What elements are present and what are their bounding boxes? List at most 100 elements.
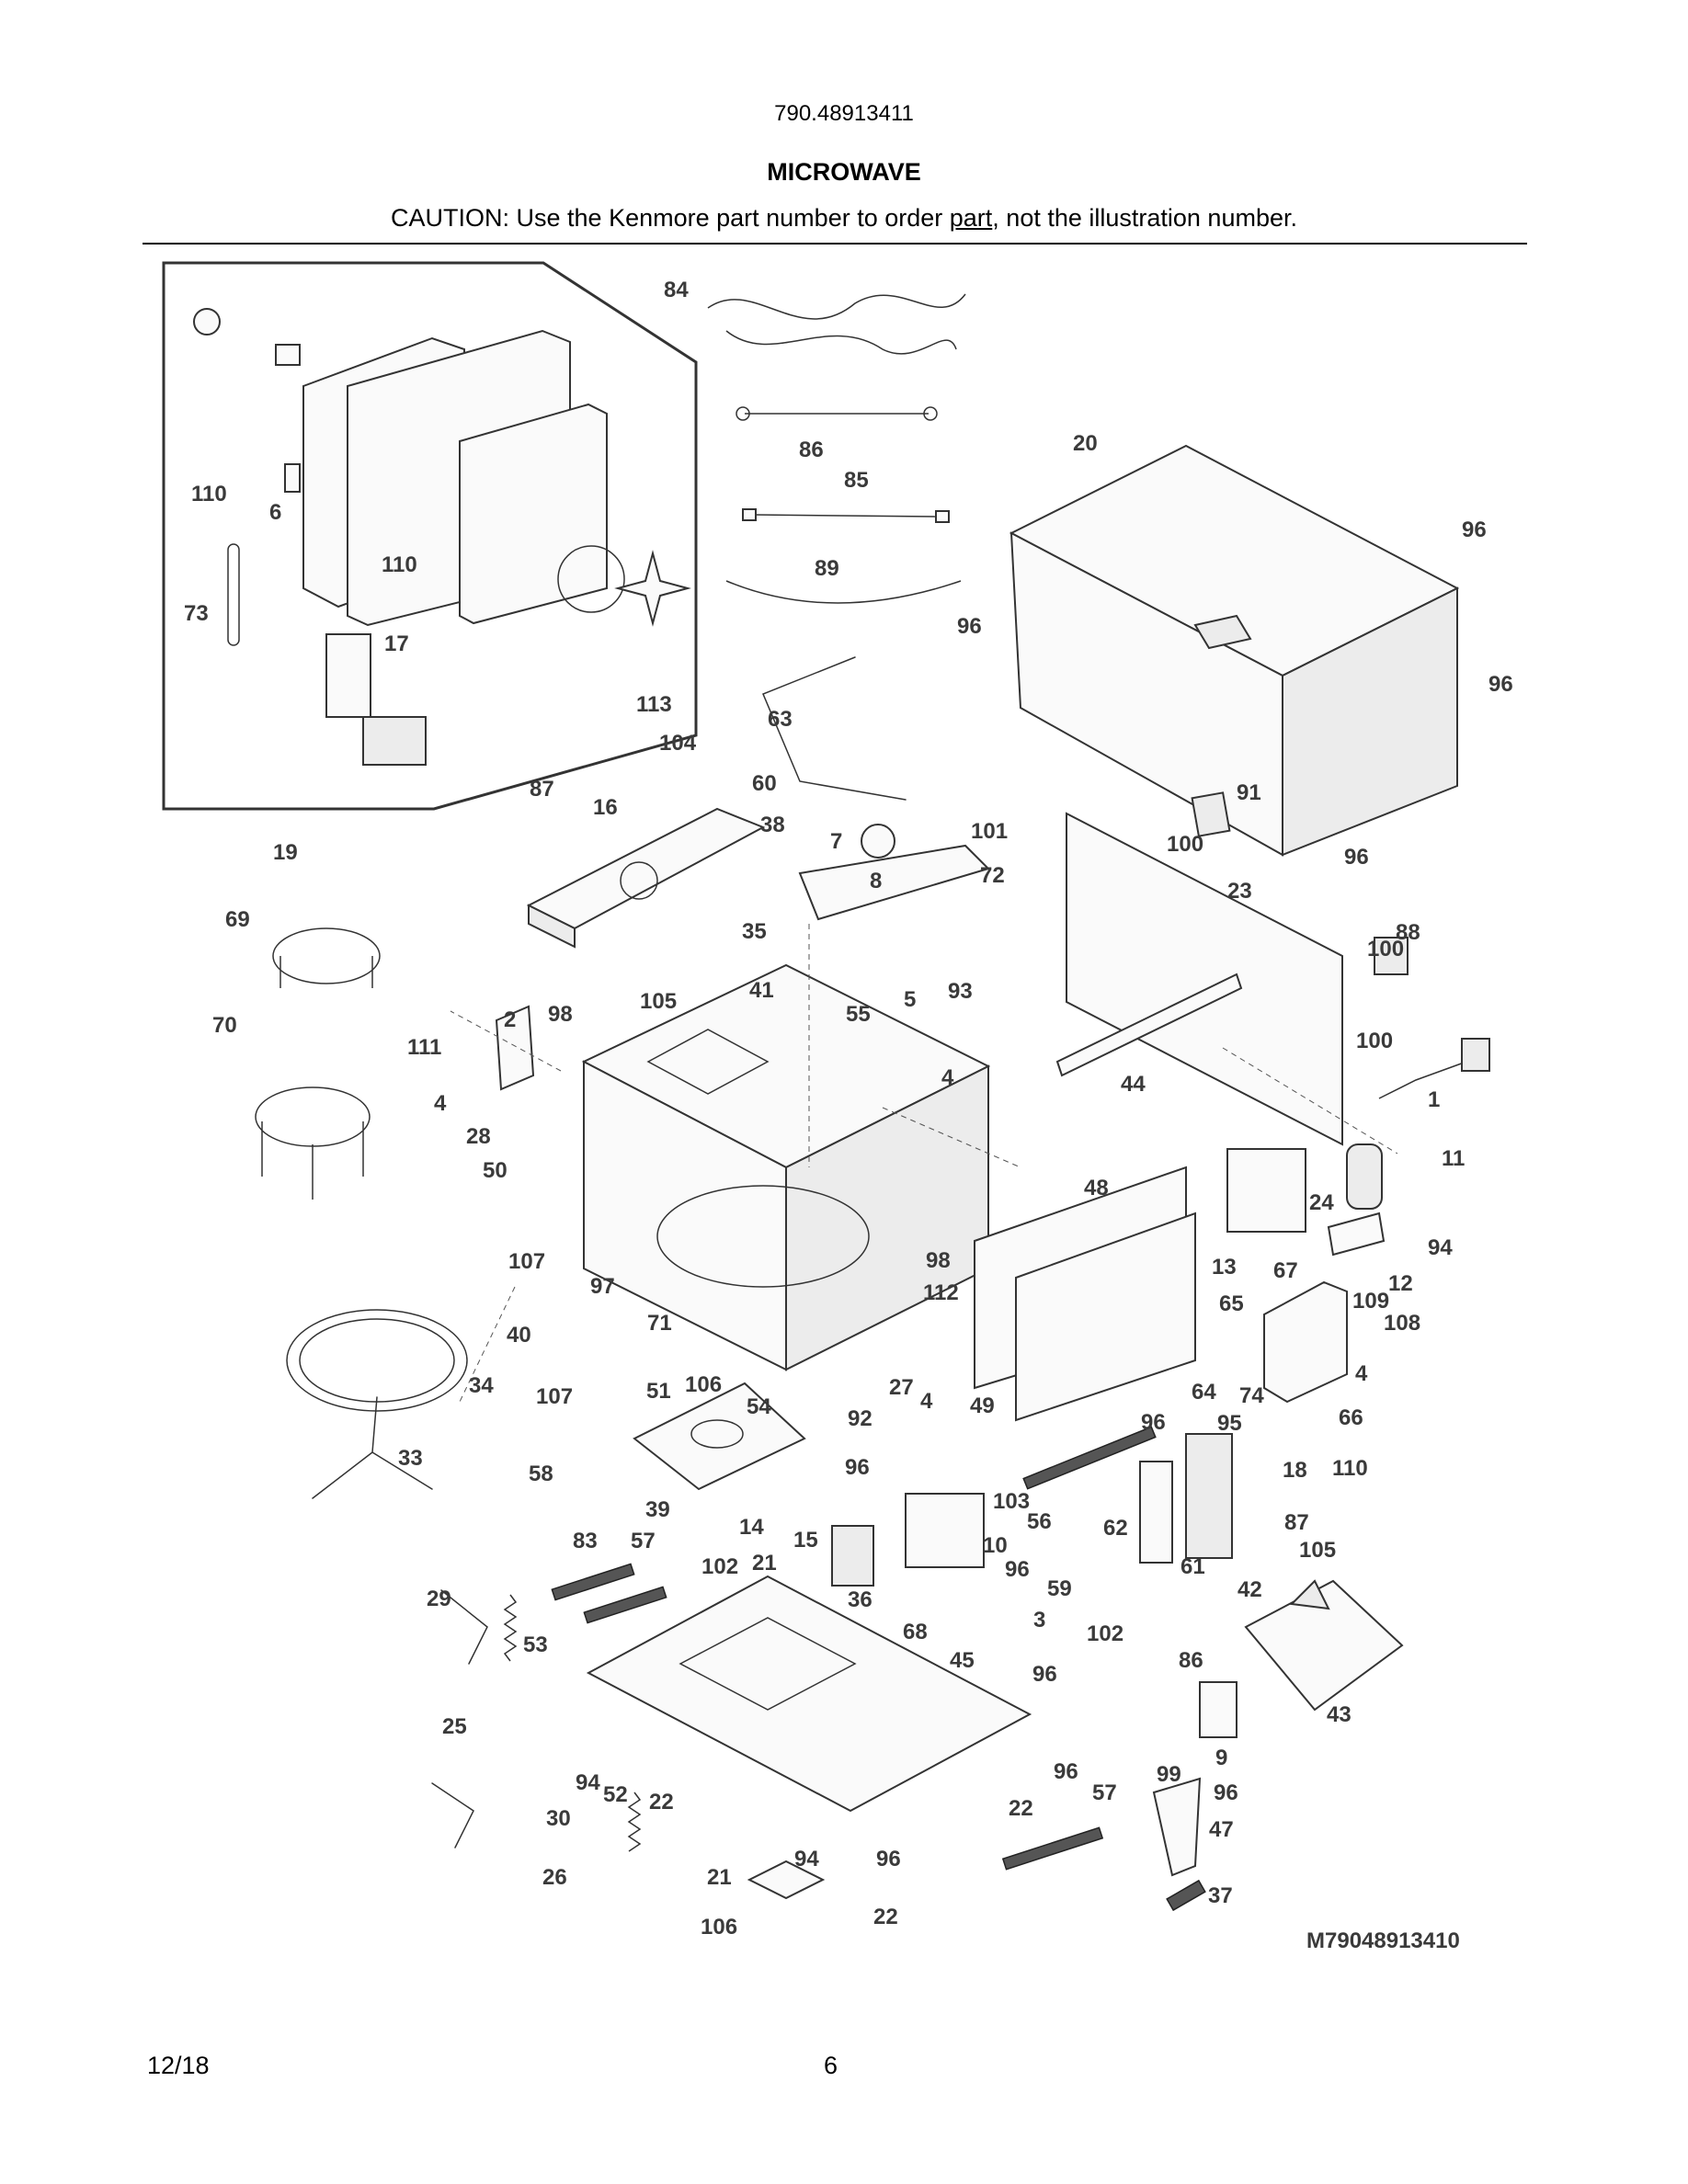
callout-label: 68 bbox=[903, 1620, 928, 1644]
callout-label: 87 bbox=[530, 777, 554, 802]
callout-label: 4 bbox=[1355, 1361, 1368, 1386]
page-title: MICROWAVE bbox=[767, 158, 921, 186]
callout-label: 96 bbox=[1488, 672, 1513, 697]
motor-9 bbox=[1199, 1681, 1237, 1738]
panel-62 bbox=[1139, 1461, 1173, 1564]
fan-blade bbox=[614, 550, 691, 627]
callout-label: 48 bbox=[1084, 1176, 1109, 1200]
cabinet-top-vent bbox=[1193, 614, 1252, 650]
callout-label: 96 bbox=[1032, 1662, 1057, 1687]
callout-label: 67 bbox=[1273, 1258, 1298, 1283]
plug bbox=[1461, 1038, 1490, 1072]
callout-label: 100 bbox=[1167, 832, 1203, 857]
fan-42 bbox=[1289, 1579, 1330, 1610]
callout-label: 101 bbox=[971, 819, 1008, 844]
callout-label: 88 bbox=[1396, 920, 1420, 945]
callout-label: 4 bbox=[920, 1389, 933, 1414]
label-88 bbox=[1374, 937, 1409, 975]
panel-61 bbox=[1185, 1433, 1233, 1559]
callout-label: 44 bbox=[1121, 1072, 1146, 1097]
bracket-72 bbox=[798, 844, 990, 921]
caution-prefix: CAUTION: Use the Kenmore part number to … bbox=[391, 204, 950, 232]
callout-label: 94 bbox=[1428, 1235, 1453, 1260]
cavity-turntable-ring bbox=[656, 1185, 870, 1288]
strip-46 bbox=[1022, 1426, 1157, 1490]
caution-suffix: , not the illustration number. bbox=[992, 204, 1297, 232]
caution-link: part bbox=[949, 204, 993, 232]
coupler-33 bbox=[312, 1396, 433, 1499]
callout-label: 15 bbox=[793, 1528, 818, 1553]
callout-label: 1 bbox=[1428, 1087, 1440, 1112]
callout-label: 71 bbox=[647, 1311, 672, 1336]
callout-label: 84 bbox=[664, 278, 689, 302]
callout-label: 35 bbox=[742, 919, 767, 944]
cabinet-right bbox=[1282, 586, 1458, 857]
magnetron-13 bbox=[1226, 1148, 1306, 1233]
callout-label: 86 bbox=[1179, 1648, 1203, 1673]
callout-label: 56 bbox=[1027, 1509, 1052, 1534]
belt-73 bbox=[227, 543, 240, 646]
fan-front-plate bbox=[459, 403, 608, 625]
callout-label: 4 bbox=[941, 1065, 954, 1090]
header-rule bbox=[143, 243, 1527, 245]
callout-label: 47 bbox=[1209, 1817, 1234, 1842]
callout-label: 113 bbox=[636, 692, 672, 717]
callout-label: 107 bbox=[508, 1249, 545, 1274]
callout-label: 61 bbox=[1180, 1554, 1205, 1579]
callout-label: 33 bbox=[398, 1446, 423, 1471]
base-recess bbox=[679, 1617, 857, 1711]
callout-label: 85 bbox=[844, 468, 869, 493]
callout-label: 69 bbox=[225, 907, 250, 932]
callout-label: 6 bbox=[269, 500, 281, 525]
strip-57b bbox=[1001, 1826, 1104, 1871]
callout-label: 94 bbox=[576, 1770, 600, 1795]
callout-label: 100 bbox=[1356, 1029, 1393, 1053]
panel-49 bbox=[1015, 1211, 1196, 1422]
callout-label: 52 bbox=[603, 1782, 628, 1807]
model-number: 790.48913411 bbox=[774, 101, 914, 126]
bracket-small bbox=[275, 344, 301, 366]
callout-label: 30 bbox=[546, 1806, 571, 1831]
callout-label: 83 bbox=[573, 1529, 598, 1553]
callout-label: 41 bbox=[749, 978, 774, 1003]
rack-69 bbox=[272, 927, 381, 988]
drawing-number: M79048913410 bbox=[1306, 1928, 1460, 1953]
callout-label: 96 bbox=[1462, 518, 1487, 542]
callout-label: 102 bbox=[701, 1554, 738, 1579]
callout-label: 60 bbox=[752, 771, 777, 796]
motor-bracket bbox=[325, 633, 371, 718]
callout-label: 64 bbox=[1192, 1380, 1216, 1405]
callout-label: 100 bbox=[1367, 937, 1404, 961]
callout-label: 73 bbox=[184, 601, 209, 626]
strip-57 bbox=[583, 1586, 667, 1624]
callout-label: 110 bbox=[382, 552, 417, 577]
callout-label: 110 bbox=[191, 482, 227, 506]
callout-label: 96 bbox=[1054, 1759, 1078, 1784]
callout-label: 40 bbox=[507, 1323, 531, 1348]
callout-label: 58 bbox=[529, 1462, 553, 1486]
callout-label: 20 bbox=[1073, 431, 1098, 456]
callout-label: 91 bbox=[1237, 780, 1261, 805]
callout-label: 22 bbox=[873, 1905, 898, 1929]
callout-label: 4 bbox=[434, 1091, 447, 1116]
callout-label: 19 bbox=[273, 840, 298, 865]
callout-label: 28 bbox=[466, 1124, 491, 1149]
vent-top-38 bbox=[526, 807, 766, 930]
callout-label: 108 bbox=[1384, 1311, 1420, 1336]
callout-label: 57 bbox=[631, 1529, 656, 1553]
spring-52 bbox=[627, 1792, 642, 1852]
page-number: 6 bbox=[824, 2052, 838, 2079]
callout-label: 50 bbox=[483, 1158, 508, 1183]
callout-label: 66 bbox=[1339, 1405, 1363, 1430]
callout-label: 97 bbox=[590, 1274, 615, 1299]
callout-label: 54 bbox=[747, 1394, 771, 1419]
callout-label: 17 bbox=[384, 631, 409, 656]
callout-label: 62 bbox=[1103, 1516, 1128, 1541]
bottom-cover-21 bbox=[747, 1860, 826, 1900]
bracket-24 bbox=[1327, 1211, 1386, 1257]
footer-date: 12/18 bbox=[147, 2052, 210, 2079]
harness-84 bbox=[707, 293, 966, 320]
callout-labels: 8486858920969696966311310487166038781017… bbox=[184, 278, 1513, 1939]
callout-label: 2 bbox=[504, 1007, 516, 1032]
